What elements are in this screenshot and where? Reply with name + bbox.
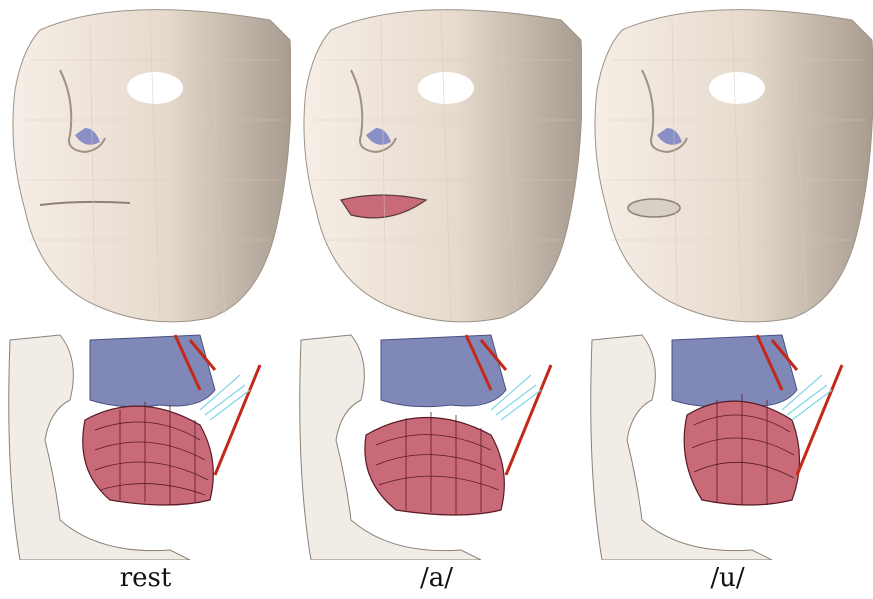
column-a: /a/ <box>291 0 582 599</box>
eye-hole <box>709 72 765 104</box>
rounded-lips <box>628 199 680 217</box>
column-label-u: /u/ <box>582 563 873 593</box>
face-mesh-a <box>291 0 582 330</box>
face-mesh-u <box>582 0 873 330</box>
vocal-tract-model-rest <box>0 330 291 560</box>
column-rest: rest <box>0 0 291 599</box>
eye-hole <box>127 72 183 104</box>
vocal-tract-model-u <box>582 330 873 560</box>
vocal-tract-model-a <box>291 330 582 560</box>
column-label-rest: rest <box>0 563 291 593</box>
eye-hole <box>418 72 474 104</box>
column-label-a: /a/ <box>291 563 582 593</box>
column-u: /u/ <box>582 0 873 599</box>
face-mesh-rest <box>0 0 291 330</box>
